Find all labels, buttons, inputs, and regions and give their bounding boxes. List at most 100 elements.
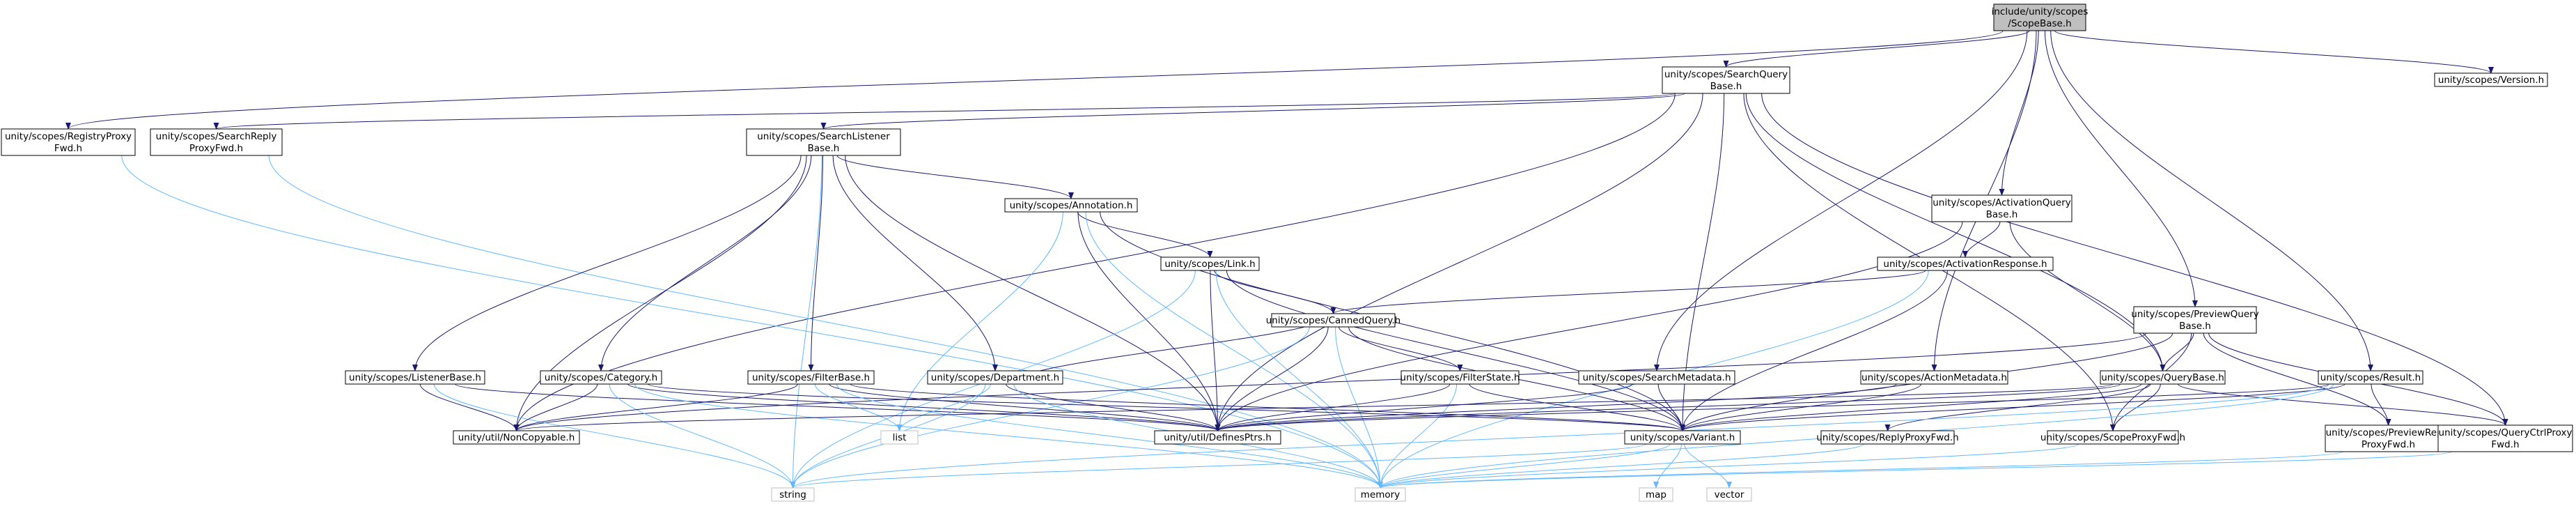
edge-filterstate-to-memory: [1377, 383, 1458, 489]
edge-replyproxyfwd-to-memory: [1377, 443, 1864, 489]
graph-node-scopebase[interactable]: include/unity/scopes/ScopeBase.h: [1992, 3, 2089, 31]
node-box: [2437, 424, 2573, 452]
edge-result-to-variant: [1680, 383, 2345, 431]
node-box: [1993, 3, 2086, 31]
edge-cannedquery-to-filterstate: [1338, 326, 1463, 372]
graph-node-cannedquery[interactable]: unity/scopes/CannedQuery.h: [1266, 313, 1401, 328]
graph-node-filterbase[interactable]: unity/scopes/FilterBase.h: [747, 370, 875, 385]
node-box: [1160, 256, 1260, 271]
edge-category-to-string: [609, 383, 796, 489]
node-label-line: unity/scopes/Variant.h: [1630, 432, 1735, 443]
graph-node-filterstate[interactable]: unity/scopes/FilterState.h: [1400, 370, 1520, 385]
node-box: [2133, 306, 2257, 334]
graph-node-vector: vector: [1706, 487, 1752, 502]
node-box: [747, 370, 875, 385]
edge-activationresponse-to-variant: [1680, 270, 1948, 431]
graph-node-result[interactable]: unity/scopes/Result.h: [2318, 370, 2423, 385]
node-label-line: unity/scopes/RegistryProxy: [5, 131, 132, 142]
edge-previewquerybase-to-previewreplyproxyfwd: [2203, 332, 2391, 426]
graph-node-searchmetadata[interactable]: unity/scopes/SearchMetadata.h: [1578, 370, 1735, 385]
node-box: [453, 430, 580, 445]
node-label-line: unity/scopes/QueryBase.h: [2101, 372, 2224, 383]
edge-searchlistenerbase-to-string: [790, 155, 822, 489]
node-label-line: unity/util/DefinesPtrs.h: [1164, 432, 1272, 443]
graph-node-activationresponse[interactable]: unity/scopes/ActivationResponse.h: [1877, 256, 2054, 271]
node-label-line: unity/scopes/SearchListener: [757, 131, 890, 142]
node-box: [771, 487, 815, 502]
graph-node-noncopyable[interactable]: unity/util/NonCopyable.h: [453, 430, 580, 445]
node-box: [1639, 487, 1673, 502]
edge-annotation-to-link: [1077, 211, 1213, 258]
edge-searchquerybase-to-definesptrs: [1215, 93, 1703, 431]
edge-searchlistenerbase-to-department: [832, 155, 998, 372]
node-box: [1355, 487, 1406, 502]
edge-previewquerybase-to-noncopyable: [513, 332, 2147, 431]
node-box: [880, 430, 919, 445]
edge-actionmetadata-to-definesptrs: [1215, 383, 1897, 431]
node-label-line: unity/scopes/CannedQuery.h: [1266, 315, 1401, 326]
edge-registryproxyfwd-to-memory: [121, 155, 1383, 489]
graph-node-list: list: [880, 430, 919, 445]
edge-annotation-to-list: [896, 211, 1063, 431]
edge-searchquerybase-to-searchreplyproxyfwd: [214, 93, 1676, 130]
graph-node-version[interactable]: unity/scopes/Version.h: [2434, 72, 2548, 87]
edge-annotation-to-memory: [1085, 211, 1383, 489]
graph-node-department[interactable]: unity/scopes/Department.h: [927, 370, 1063, 385]
edge-annotation-to-definesptrs: [1077, 211, 1221, 431]
edge-querybase-to-queryctrlproxyfwd: [2178, 383, 2508, 426]
edge-searchlistenerbase-to-category: [598, 155, 812, 372]
edge-activationquerybase-to-activationresponse: [1962, 221, 2001, 258]
graph-node-listenerbase[interactable]: unity/scopes/ListenerBase.h: [345, 370, 485, 385]
edge-result-to-definesptrs: [1215, 383, 2329, 431]
graph-node-category[interactable]: unity/scopes/Category.h: [540, 370, 662, 385]
graph-node-memory: memory: [1355, 487, 1406, 502]
edge-scopebase-to-searchmetadata: [1654, 30, 2028, 372]
graph-node-definesptrs[interactable]: unity/util/DefinesPtrs.h: [1154, 430, 1281, 445]
node-box: [1624, 430, 1741, 445]
graph-node-variant[interactable]: unity/scopes/Variant.h: [1624, 430, 1741, 445]
edge-cannedquery-to-definesptrs: [1215, 326, 1329, 431]
edge-activationresponse-to-cannedquery: [1330, 270, 1926, 314]
node-label-line: list: [893, 432, 907, 443]
graph-node-annotation[interactable]: unity/scopes/Annotation.h: [1004, 198, 1138, 213]
edge-scopebase-to-previewquerybase: [2044, 30, 2198, 307]
edge-link-to-memory: [1215, 270, 1383, 489]
node-box: [1154, 430, 1281, 445]
graph-node-actionmetadata[interactable]: unity/scopes/ActionMetadata.h: [1860, 370, 2008, 385]
graph-node-link[interactable]: unity/scopes/Link.h: [1160, 256, 1260, 271]
edge-filterstate-to-variant: [1469, 383, 1685, 431]
node-box: [1271, 313, 1396, 328]
edge-listenerbase-to-string: [433, 383, 796, 489]
node-box: [150, 128, 283, 156]
graph-node-scopeproxyfwd[interactable]: unity/scopes/ScopeProxyFwd.h: [2040, 430, 2185, 445]
node-label-line: string: [779, 489, 806, 500]
node-label-line: Base.h: [1710, 81, 1742, 92]
node-box: [1662, 66, 1790, 94]
graph-node-querybase[interactable]: unity/scopes/QueryBase.h: [2100, 370, 2226, 385]
edge-queryctrlproxyfwd-to-memory: [1377, 451, 2452, 489]
edge-searchquerybase-to-querybase: [1745, 93, 2166, 372]
edge-scopeproxyfwd-to-memory: [1377, 443, 2079, 489]
edge-category-to-noncopyable: [513, 383, 598, 431]
node-label-line: memory: [1361, 489, 1400, 500]
node-label-line: /ScopeBase.h: [2008, 18, 2071, 29]
node-label-line: unity/scopes/Link.h: [1164, 259, 1255, 270]
node-label-line: unity/scopes/Result.h: [2320, 372, 2421, 383]
node-label-line: unity/scopes/FilterState.h: [1400, 372, 1520, 383]
node-box: [2434, 72, 2548, 87]
node-label-line: unity/util/NonCopyable.h: [458, 432, 575, 443]
node-box: [1, 128, 136, 156]
graph-node-replyproxyfwd[interactable]: unity/scopes/ReplyProxyFwd.h: [1816, 430, 1959, 445]
node-box: [1931, 194, 2072, 222]
node-label-line: unity/scopes/ActivationResponse.h: [1883, 259, 2047, 270]
